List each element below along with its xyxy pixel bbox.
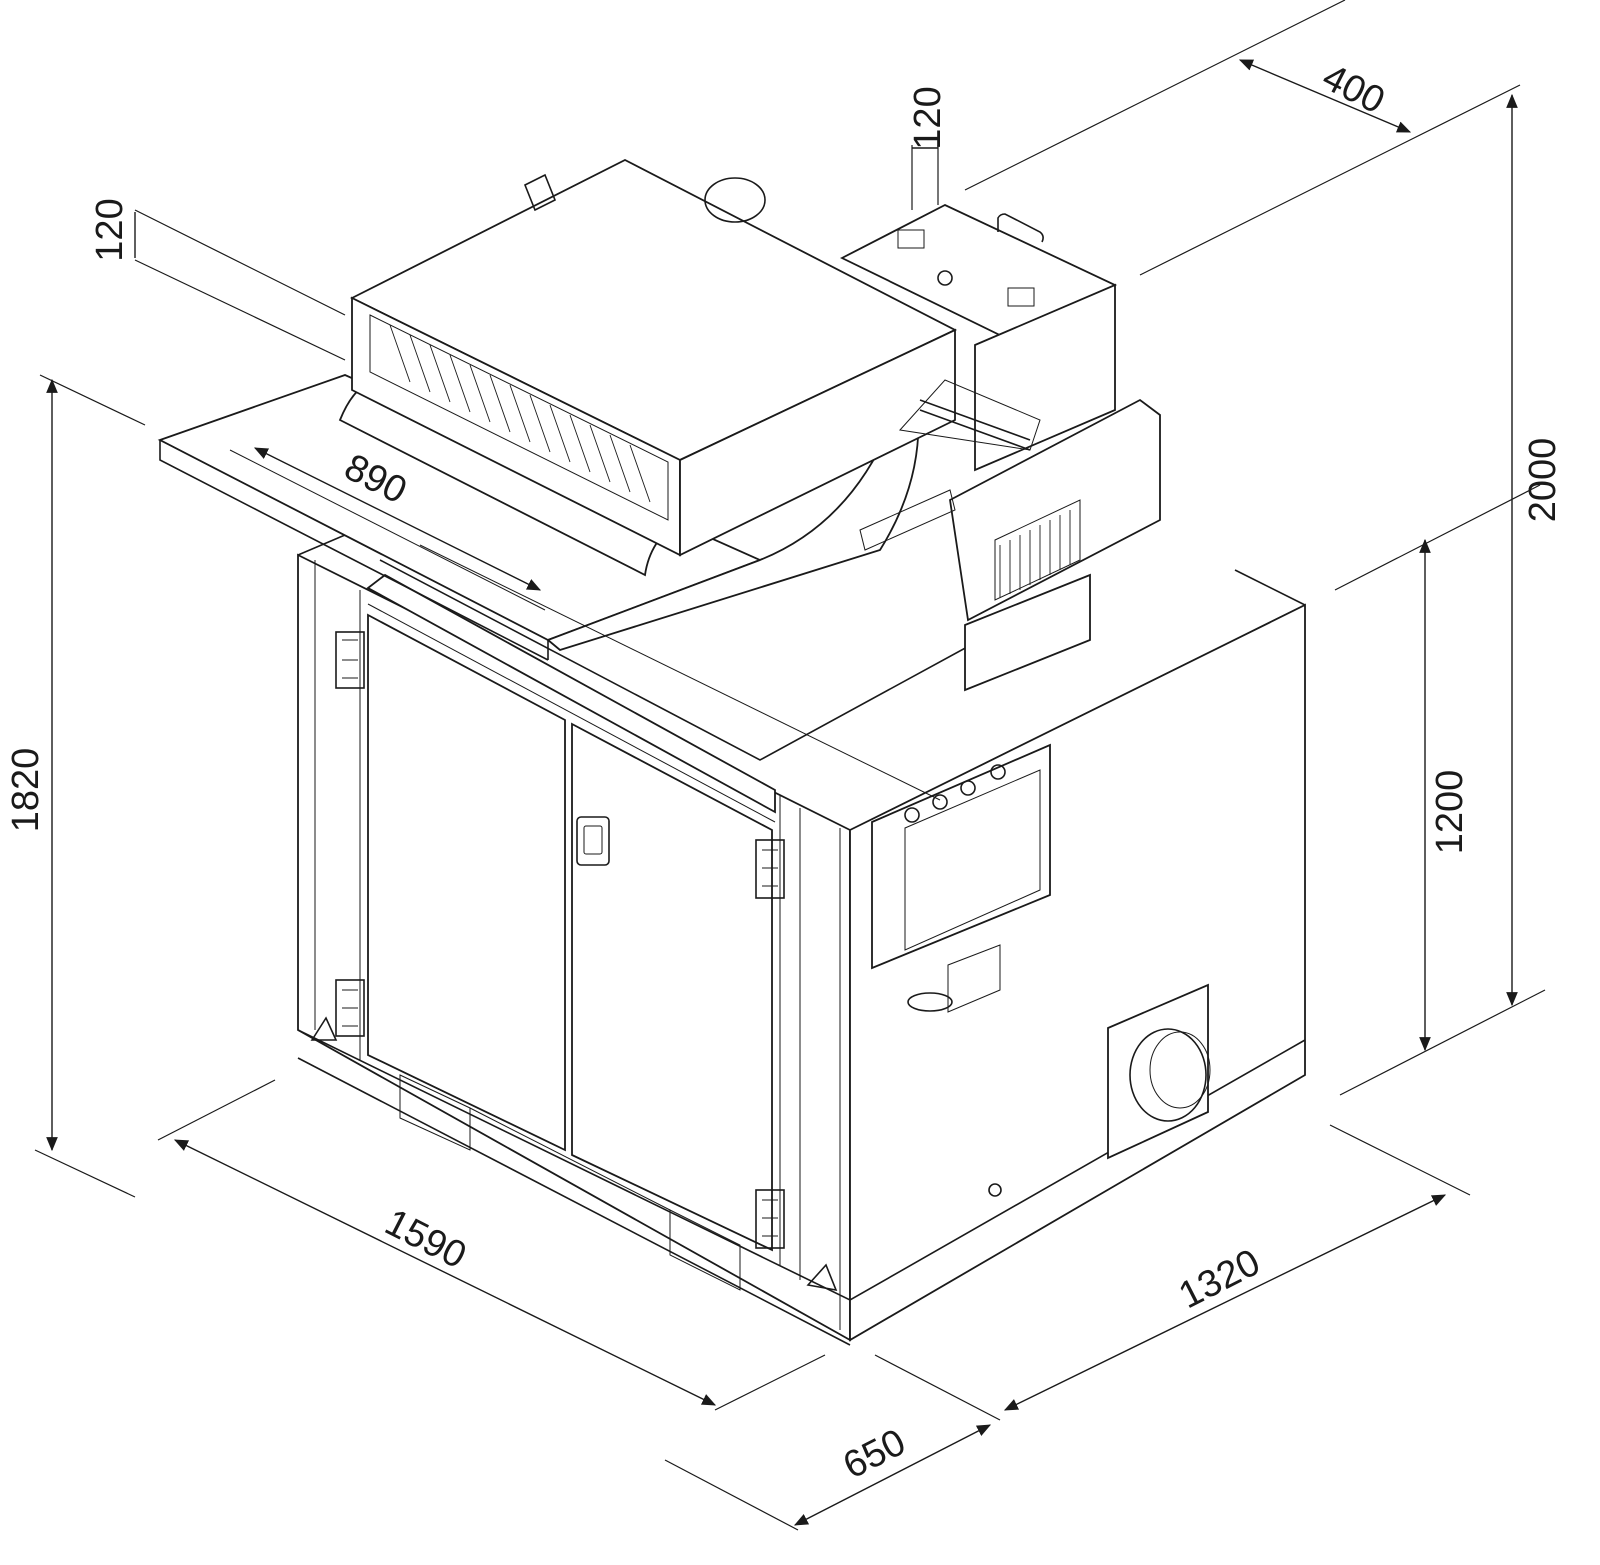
foot-left — [310, 1016, 338, 1041]
foot-front — [806, 1263, 838, 1292]
dim-length: 1590 — [378, 1201, 472, 1277]
control-button-2[interactable] — [932, 794, 948, 810]
hood-side — [679, 328, 956, 557]
motor-housing — [949, 398, 1161, 622]
control-button-3[interactable] — [960, 780, 976, 796]
duct-plate — [1107, 983, 1209, 1160]
control-button-1[interactable] — [904, 807, 920, 823]
rear-unit — [839, 203, 1118, 472]
hinge-top-right — [755, 839, 785, 899]
drive-unit — [859, 379, 1161, 692]
drain-valve[interactable] — [988, 1183, 1002, 1197]
side-handle[interactable] — [907, 992, 953, 1012]
dim-top-depth: 400 — [1316, 56, 1392, 122]
dimension-lines — [34, 0, 1546, 1531]
fan-housing — [704, 177, 766, 223]
hinge-bottom-left — [335, 979, 365, 1037]
carry-handle[interactable] — [997, 213, 1044, 243]
rear-unit-front — [974, 283, 1116, 472]
dim-total-height: 2000 — [1522, 438, 1564, 523]
suction-hood — [349, 158, 958, 557]
dim-body-height: 1200 — [1429, 770, 1471, 855]
hood-clamp[interactable] — [523, 173, 557, 212]
dim-overall-height: 1820 — [5, 748, 47, 833]
motor-vent — [999, 510, 1071, 598]
right-door — [571, 722, 773, 1252]
hinge-bottom-right — [755, 1189, 785, 1249]
right-face — [849, 603, 1306, 1342]
hinge-top-left — [335, 631, 365, 689]
filter-hatching — [389, 324, 651, 503]
door-latch[interactable] — [576, 816, 610, 866]
dim-hood-offset-top: 120 — [907, 86, 949, 149]
machine-body — [297, 534, 1306, 1346]
dim-hood-offset-left: 120 — [89, 198, 131, 261]
control-button-4[interactable] — [990, 764, 1006, 780]
dim-base-depth: 650 — [837, 1421, 913, 1487]
duct-outlet — [1129, 1028, 1207, 1122]
